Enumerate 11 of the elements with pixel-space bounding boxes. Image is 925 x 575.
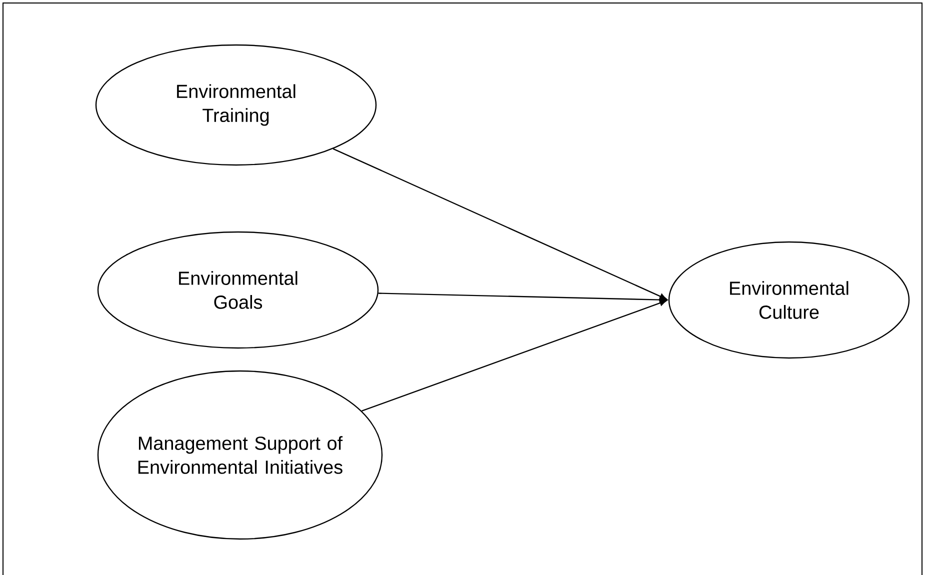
- construct-ellipse: [97, 370, 383, 540]
- construct-label: Environmental Goals: [179, 271, 298, 309]
- arrow: [378, 292, 667, 303]
- construct-label: Environmental Culture: [730, 281, 848, 319]
- construct-ellipse: [668, 241, 910, 359]
- arrow: [332, 148, 667, 300]
- arrow: [362, 300, 667, 412]
- construct-ellipse: [97, 231, 379, 349]
- construct-label: Environmental Training: [177, 84, 296, 126]
- construct-ellipse: [95, 44, 377, 166]
- construct-label: Management Support of Environmental Initiatives: [138, 436, 343, 474]
